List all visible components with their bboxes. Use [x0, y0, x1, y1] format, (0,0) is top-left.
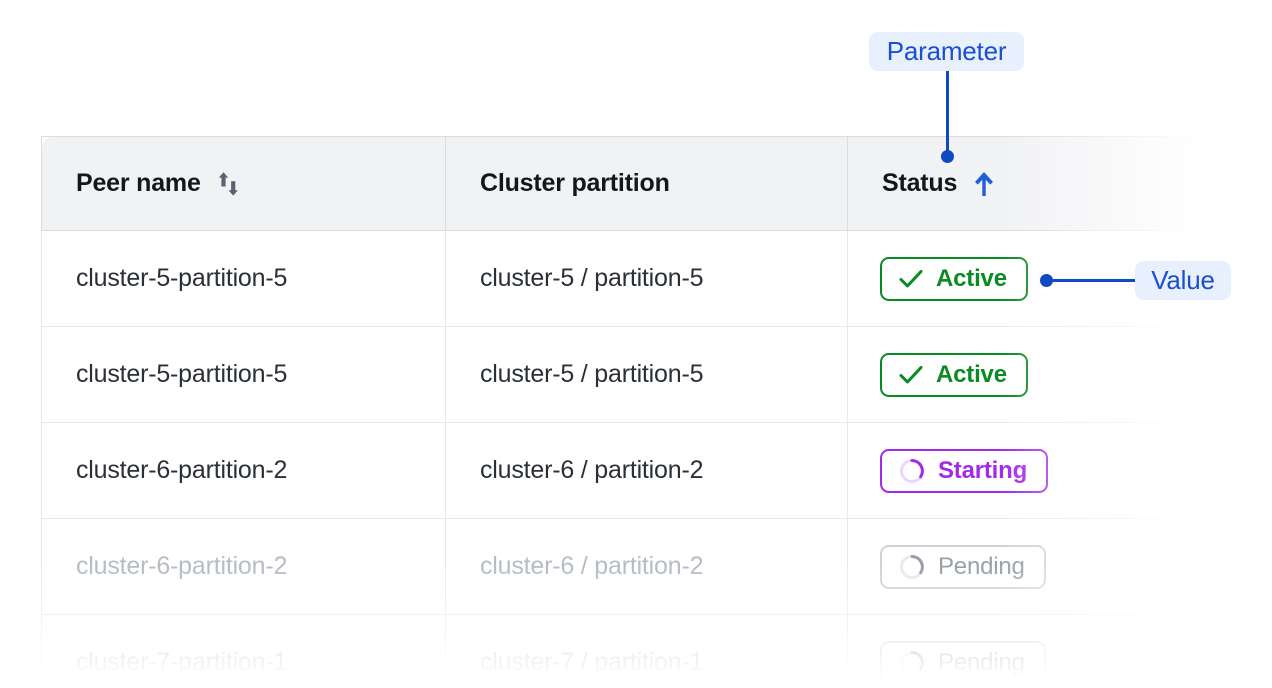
- table-body: cluster-5-partition-5 cluster-5 / partit…: [41, 230, 1231, 688]
- spinner-icon: [897, 552, 927, 582]
- status-badge-label: Pending: [938, 648, 1025, 676]
- cluster-partition-text: cluster-5 / partition-5: [480, 360, 704, 388]
- sort-both-icon[interactable]: [215, 169, 241, 199]
- table-row[interactable]: cluster-5-partition-5 cluster-5 / partit…: [41, 230, 1231, 327]
- status-badge[interactable]: Starting: [880, 448, 1049, 493]
- check-icon: [897, 265, 925, 293]
- spinner-icon: [897, 648, 927, 678]
- cell-peer-name: cluster-7-partition-1: [41, 614, 446, 688]
- cell-status: Active: [847, 326, 1231, 423]
- check-icon: [897, 361, 925, 389]
- status-badge[interactable]: Pending: [880, 544, 1046, 589]
- cell-cluster-partition: cluster-5 / partition-5: [445, 230, 848, 327]
- status-badge-label: Pending: [938, 552, 1025, 580]
- arrow-up-icon[interactable]: [971, 169, 997, 199]
- table-row[interactable]: cluster-6-partition-2 cluster-6 / partit…: [41, 422, 1231, 519]
- peers-table: Peer name Cluster pa: [41, 136, 1231, 688]
- spinner-icon: [897, 456, 927, 486]
- cell-peer-name: cluster-5-partition-5: [41, 326, 446, 423]
- status-badge-label: Starting: [938, 456, 1028, 484]
- peer-name-text: cluster-5-partition-5: [76, 264, 288, 292]
- annotation-label-value: Value: [1135, 261, 1231, 300]
- peers-table-container: Peer name Cluster pa: [41, 136, 1231, 688]
- status-badge-label: Active: [936, 264, 1007, 292]
- cell-status: Pending: [847, 614, 1231, 688]
- cluster-partition-text: cluster-5 / partition-5: [480, 264, 704, 292]
- cell-peer-name: cluster-5-partition-5: [41, 230, 446, 327]
- annotation-dot-parameter: [941, 150, 954, 163]
- column-header-label: Cluster partition: [480, 169, 670, 197]
- annotation-label-parameter: Parameter: [869, 32, 1024, 71]
- cell-status: Starting: [847, 422, 1231, 519]
- cluster-partition-text: cluster-7 / partition-1: [480, 648, 704, 676]
- column-header-peer-name[interactable]: Peer name: [41, 136, 446, 231]
- table-row[interactable]: cluster-6-partition-2 cluster-6 / partit…: [41, 518, 1231, 615]
- cell-status: Active: [847, 230, 1231, 327]
- table-header-row: Peer name Cluster pa: [41, 136, 1231, 231]
- annotation-line-parameter: [946, 71, 949, 155]
- column-header-label: Peer name: [76, 169, 201, 197]
- column-header-cluster-partition[interactable]: Cluster partition: [445, 136, 848, 231]
- cell-peer-name: cluster-6-partition-2: [41, 518, 446, 615]
- annotation-dot-value: [1040, 274, 1053, 287]
- column-header-label: Status: [882, 169, 958, 197]
- table-row[interactable]: cluster-5-partition-5 cluster-5 / partit…: [41, 326, 1231, 423]
- cell-cluster-partition: cluster-7 / partition-1: [445, 614, 848, 688]
- status-badge[interactable]: Active: [880, 352, 1028, 397]
- status-badge[interactable]: Pending: [880, 640, 1046, 685]
- column-header-status[interactable]: Status: [847, 136, 1231, 231]
- peer-name-text: cluster-6-partition-2: [76, 552, 288, 580]
- cell-cluster-partition: cluster-6 / partition-2: [445, 422, 848, 519]
- peer-name-text: cluster-7-partition-1: [76, 648, 288, 676]
- status-badge[interactable]: Active: [880, 256, 1028, 301]
- peer-name-text: cluster-6-partition-2: [76, 456, 288, 484]
- annotation-line-value: [1052, 279, 1136, 282]
- cluster-partition-text: cluster-6 / partition-2: [480, 456, 704, 484]
- table-row[interactable]: cluster-7-partition-1 cluster-7 / partit…: [41, 614, 1231, 688]
- cluster-partition-text: cluster-6 / partition-2: [480, 552, 704, 580]
- peer-name-text: cluster-5-partition-5: [76, 360, 288, 388]
- cell-cluster-partition: cluster-6 / partition-2: [445, 518, 848, 615]
- cell-status: Pending: [847, 518, 1231, 615]
- table-header: Peer name Cluster pa: [41, 136, 1231, 231]
- cell-peer-name: cluster-6-partition-2: [41, 422, 446, 519]
- cell-cluster-partition: cluster-5 / partition-5: [445, 326, 848, 423]
- status-badge-label: Active: [936, 360, 1007, 388]
